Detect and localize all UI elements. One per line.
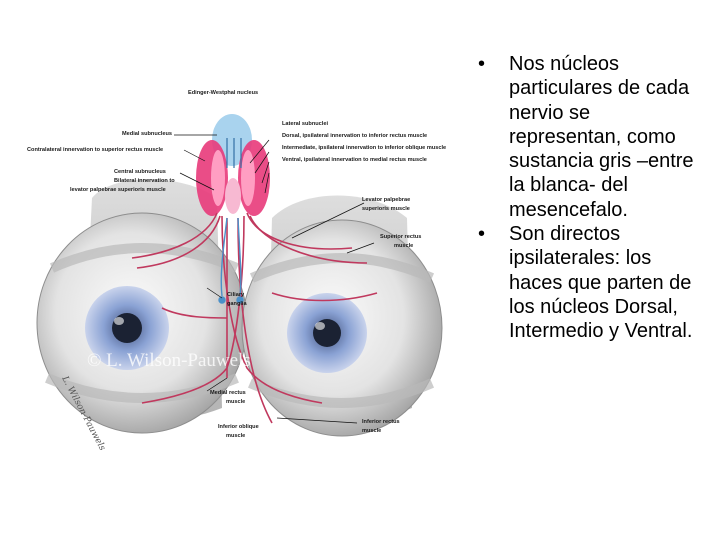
label-intermediate: Intermediate, ipsilateral innervation to… [282, 145, 446, 151]
label-levator-1: Levator palpebrae [362, 197, 410, 203]
right-eye [242, 196, 442, 437]
bullet-text: Son directos ipsilaterales: los haces qu… [509, 223, 692, 342]
left-pupil [112, 313, 142, 343]
label-ciliary-2: ganglia [227, 301, 247, 307]
copyright-watermark: © L. Wilson-Pauwels [87, 350, 251, 371]
label-medial-subnucleus: Medial subnucleus [122, 131, 172, 137]
label-edinger: Edinger-Westphal nucleus [188, 90, 258, 96]
label-lateral-subnuclei: Lateral subnuclei [282, 121, 328, 127]
oculomotor-nucleus [196, 114, 270, 216]
label-bilateral-1: Bilateral innervation to [114, 178, 175, 184]
label-dorsal: Dorsal, ipsilateral innervation to infer… [282, 133, 427, 139]
label-inferior-rectus-1: Inferior rectus [362, 419, 400, 425]
bullet-marker: • [478, 52, 485, 76]
label-bilateral-2: levator palpebrae superioris muscle [70, 187, 166, 193]
oculomotor-diagram: Edinger-Westphal nucleus Medial subnucle… [22, 78, 462, 450]
oculomotor-illustration: Edinger-Westphal nucleus Medial subnucle… [22, 78, 462, 450]
label-levator-2: superioris muscle [362, 206, 410, 212]
bullet-list: • Nos núcleos particulares de cada nervi… [476, 52, 706, 344]
label-ventral: Ventral, ipsilateral innervation to medi… [282, 157, 427, 163]
central-subnucleus [225, 178, 241, 214]
label-inferior-oblique-1: Inferior oblique [218, 424, 259, 430]
label-inferior-rectus-2: muscle [362, 428, 381, 434]
bullet-item: • Son directos ipsilaterales: los haces … [476, 222, 706, 343]
label-superior-rectus-1: Superior rectus [380, 234, 421, 240]
bullet-item: • Nos núcleos particulares de cada nervi… [476, 52, 706, 222]
label-central-subnucleus: Central subnucleus [114, 169, 166, 175]
label-superior-rectus-2: muscle [394, 243, 413, 249]
bullet-text: Nos núcleos particulares de cada nervio … [509, 53, 694, 221]
label-medial-rectus-1: Medial rectus [210, 390, 246, 396]
label-contralateral: Contralateral innervation to superior re… [27, 147, 163, 153]
label-inferior-oblique-2: muscle [226, 433, 245, 439]
label-ciliary-1: Ciliary [227, 292, 245, 298]
bullet-marker: • [478, 222, 485, 246]
label-medial-rectus-2: muscle [226, 399, 245, 405]
